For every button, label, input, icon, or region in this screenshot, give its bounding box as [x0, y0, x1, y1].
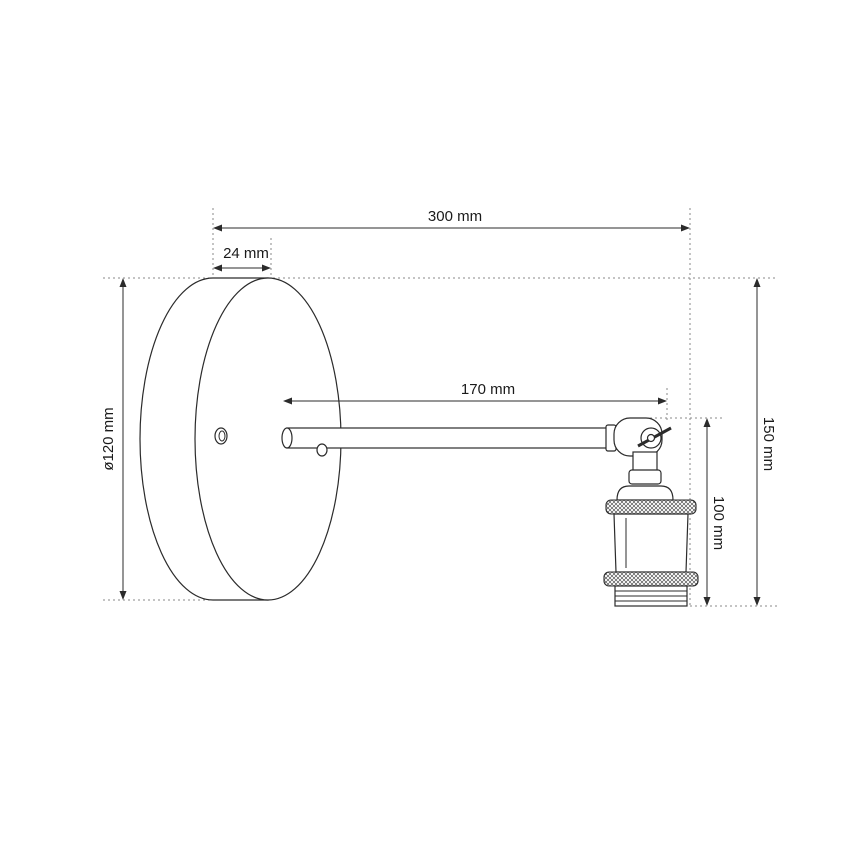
dimension-plate-depth: 24 mm	[213, 245, 271, 272]
socket-cap	[616, 485, 674, 501]
socket-body	[613, 513, 689, 573]
label-plate-diameter: ø120 mm	[100, 407, 117, 470]
wall-plate	[139, 277, 342, 601]
label-plate-depth: 24 mm	[223, 245, 269, 262]
dimension-arm-length: 170 mm	[283, 381, 667, 405]
arm-end-cap	[281, 427, 293, 449]
label-arm-length: 170 mm	[461, 381, 515, 398]
arm-tube	[286, 427, 613, 449]
joint-neck	[632, 451, 658, 473]
lamp-arm	[281, 424, 617, 457]
swivel-joint	[613, 417, 672, 485]
socket-knurl-bottom	[603, 571, 699, 587]
dimension-total-length: 300 mm	[213, 208, 690, 232]
socket-knurl-top	[605, 499, 697, 515]
label-socket-height: 100 mm	[710, 496, 727, 550]
lamp-socket	[603, 485, 699, 607]
dimension-socket-height: 100 mm	[703, 418, 727, 606]
dimension-total-height: 150 mm	[753, 278, 777, 606]
dimension-plate-diameter: ø120 mm	[100, 278, 127, 600]
label-total-height: 150 mm	[760, 417, 777, 471]
label-total-length: 300 mm	[428, 208, 482, 225]
